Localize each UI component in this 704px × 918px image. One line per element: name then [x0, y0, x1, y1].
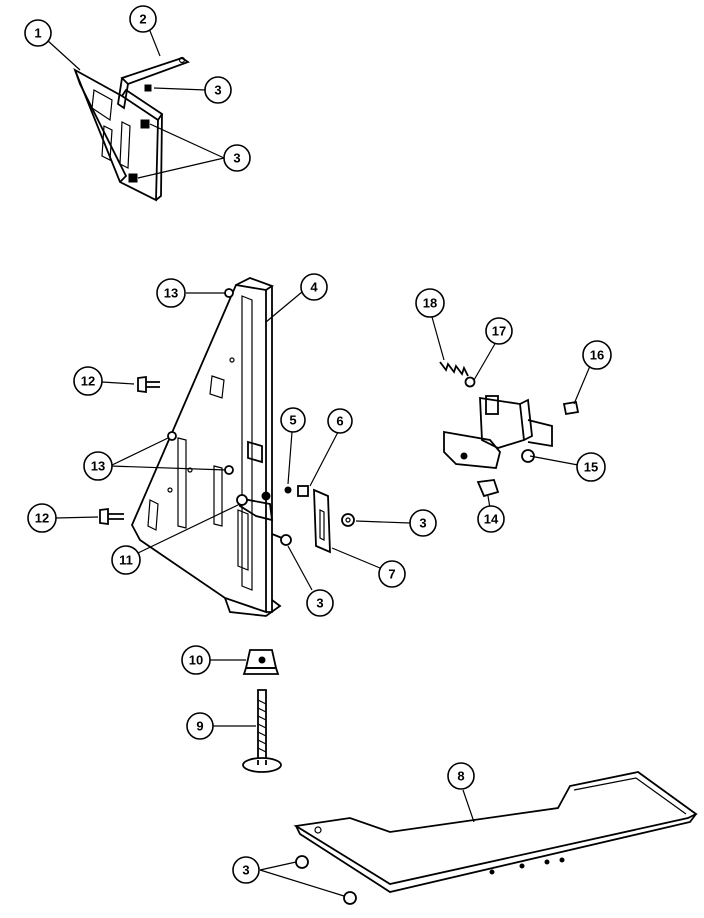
callout-2: 2 — [129, 5, 157, 33]
callout-3-mid: 3 — [306, 589, 334, 617]
callout-10-label: 10 — [189, 653, 203, 668]
callout-8: 8 — [447, 762, 475, 790]
callout-3-bracket: 3 — [223, 144, 251, 172]
callout-10: 10 — [181, 645, 211, 675]
part-3-nut-right — [341, 513, 355, 527]
callout-3-bottom: 3 — [232, 856, 260, 884]
part-12-screw-upper — [137, 375, 160, 394]
callout-7-label: 7 — [388, 567, 395, 582]
callout-11-label: 11 — [119, 553, 133, 568]
callout-3-bottom-label: 3 — [242, 863, 249, 878]
part-15-valve — [443, 395, 553, 469]
part-16-screw — [562, 400, 580, 416]
callout-3-right-label: 3 — [419, 516, 426, 531]
part-10-cap — [242, 649, 280, 675]
callout-5-label: 5 — [289, 413, 296, 428]
part-4-panel — [131, 277, 292, 617]
callout-3-bracket-label: 3 — [233, 151, 240, 166]
callout-17-label: 17 — [492, 324, 506, 339]
part-2-arm — [117, 56, 190, 110]
part-17-nut — [464, 376, 476, 388]
callout-6: 6 — [327, 408, 353, 434]
part-1-bracket — [73, 67, 164, 202]
callout-13-lower-label: 13 — [91, 459, 105, 474]
callout-12-upper: 12 — [73, 366, 103, 396]
callout-14: 14 — [477, 505, 505, 533]
part-7-plate — [313, 488, 331, 554]
callout-3-top: 3 — [204, 76, 232, 104]
callout-9: 9 — [186, 712, 214, 740]
part-3-nut-bottom-b — [343, 891, 357, 905]
leader-lines — [46, 25, 591, 897]
callout-14-label: 14 — [484, 512, 499, 527]
part-12-screw-lower — [99, 507, 124, 526]
callout-17: 17 — [485, 317, 513, 345]
callout-13-lower: 13 — [83, 451, 113, 481]
callout-12-upper-label: 12 — [81, 374, 95, 389]
part-3-nut-bottom-a — [295, 855, 309, 869]
callout-11: 11 — [111, 545, 141, 575]
callout-3-mid-label: 3 — [316, 596, 323, 611]
callout-9-label: 9 — [196, 719, 203, 734]
callout-1-label: 1 — [34, 26, 41, 41]
callout-15-label: 15 — [584, 460, 598, 475]
part-6-clip — [297, 485, 309, 497]
callout-6-label: 6 — [336, 414, 343, 429]
part-18-spring — [439, 361, 469, 377]
callout-3-top-label: 3 — [214, 83, 221, 98]
callout-13-top-label: 13 — [164, 286, 178, 301]
part-9-leveling-leg — [242, 689, 282, 773]
callout-12-lower: 12 — [27, 503, 57, 533]
callout-8-label: 8 — [457, 769, 464, 784]
callout-15: 15 — [576, 452, 606, 482]
callout-18: 18 — [415, 288, 445, 318]
callout-2-label: 2 — [139, 12, 146, 27]
callout-4-label: 4 — [310, 280, 318, 295]
part-14-knob — [476, 479, 500, 498]
callout-3-right: 3 — [409, 509, 437, 537]
callout-16: 16 — [582, 340, 612, 370]
callout-5: 5 — [280, 407, 306, 433]
callout-18-label: 18 — [423, 296, 437, 311]
callout-16-label: 16 — [590, 348, 604, 363]
part-8-strip — [293, 771, 698, 893]
callout-4: 4 — [300, 273, 328, 301]
callout-12-lower-label: 12 — [35, 511, 49, 526]
callout-13-top: 13 — [156, 278, 186, 308]
callout-1: 1 — [24, 19, 52, 47]
part-3-screw-mid — [271, 533, 292, 546]
callout-7: 7 — [378, 560, 406, 588]
